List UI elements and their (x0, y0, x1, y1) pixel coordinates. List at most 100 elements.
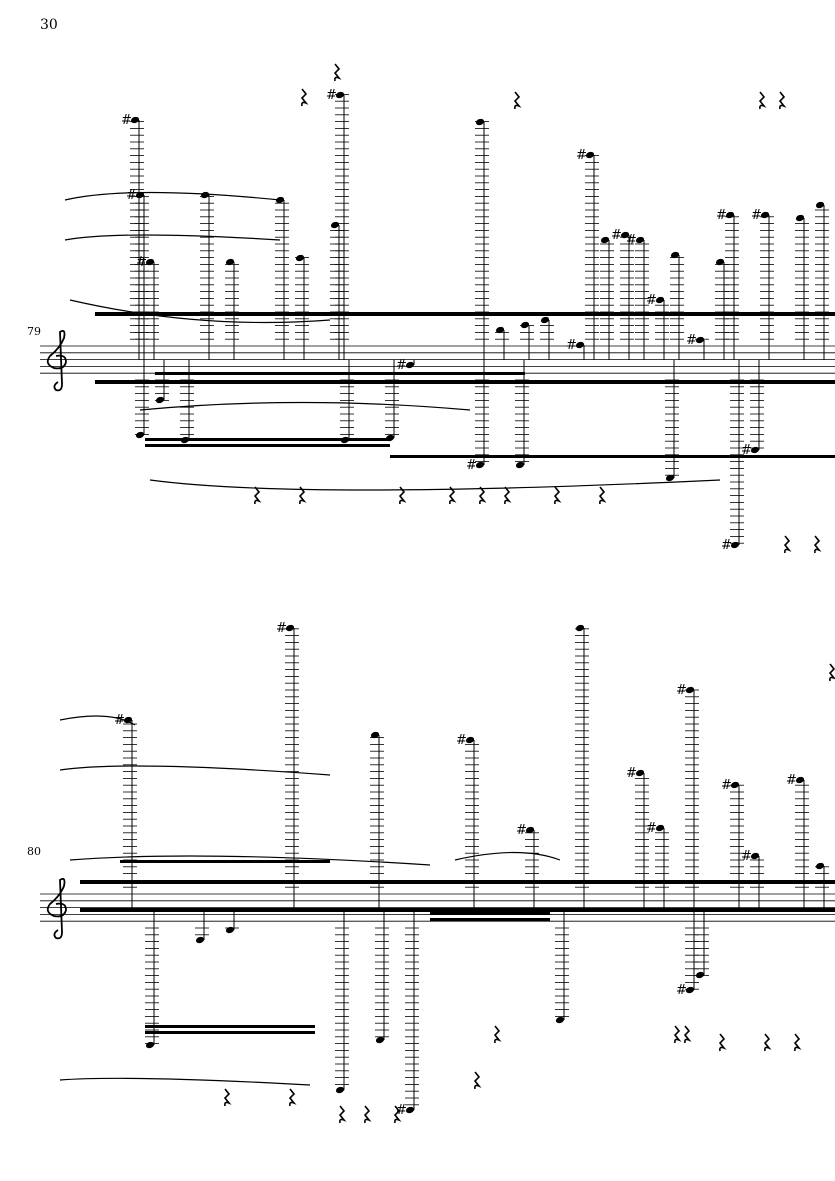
notehead (670, 251, 680, 259)
beam (145, 438, 390, 441)
notehead (145, 258, 155, 266)
notehead (655, 296, 665, 304)
notehead (655, 824, 665, 832)
notehead (815, 201, 825, 209)
sharp-icon: # (626, 233, 637, 248)
quarter-rest-icon (473, 1071, 482, 1090)
beam (80, 908, 835, 912)
notehead (600, 236, 610, 244)
notehead (225, 926, 235, 934)
notehead (520, 321, 530, 329)
notehead (715, 258, 725, 266)
notehead (685, 986, 695, 994)
slur (139, 401, 471, 411)
sharp-icon: # (396, 1103, 407, 1118)
sharp-icon: # (456, 733, 467, 748)
beam (430, 912, 550, 915)
sharp-icon: # (676, 683, 687, 698)
notehead (665, 474, 675, 482)
notehead (335, 91, 345, 99)
beam (120, 860, 330, 863)
sharp-icon: # (576, 148, 587, 163)
measure-number: 80 (27, 845, 41, 858)
sharp-icon: # (646, 293, 657, 308)
notehead (815, 862, 825, 870)
sharp-icon: # (741, 849, 752, 864)
notehead (475, 461, 485, 469)
quarter-rest-icon (793, 1033, 802, 1052)
beam (145, 444, 390, 447)
notehead (135, 431, 145, 439)
notehead (575, 624, 585, 632)
page-number: 30 (40, 17, 58, 33)
notehead (585, 151, 595, 159)
notehead (123, 716, 133, 724)
beam (390, 455, 835, 458)
notehead (385, 434, 395, 442)
notehead (540, 316, 550, 324)
sharp-icon: # (611, 228, 622, 243)
quarter-rest-icon (513, 91, 522, 110)
sharp-icon: # (741, 443, 752, 458)
sharp-icon: # (566, 338, 577, 353)
notehead (730, 541, 740, 549)
notehead (525, 826, 535, 834)
measure-number: 79 (27, 325, 41, 338)
quarter-rest-icon (223, 1088, 232, 1107)
beam (155, 372, 525, 375)
quarter-rest-icon (598, 486, 607, 505)
sharp-icon: # (646, 821, 657, 836)
notehead (375, 1036, 385, 1044)
notehead (635, 769, 645, 777)
quarter-rest-icon (673, 1025, 682, 1044)
slur (149, 479, 721, 491)
quarter-rest-icon (448, 486, 457, 505)
beam (95, 312, 835, 316)
notehead (135, 191, 145, 199)
notehead (405, 361, 415, 369)
notehead (555, 1016, 565, 1024)
notehead (750, 852, 760, 860)
notehead (335, 1086, 345, 1094)
slur (64, 191, 281, 201)
notehead (495, 326, 505, 334)
notehead (760, 211, 770, 219)
slur (59, 715, 136, 726)
quarter-rest-icon (338, 1105, 347, 1124)
notehead (340, 436, 350, 444)
quarter-rest-icon (778, 91, 787, 110)
notehead (575, 341, 585, 349)
slur (64, 234, 281, 241)
beam (155, 380, 525, 383)
notehead (180, 436, 190, 444)
notehead (725, 211, 735, 219)
sharp-icon: # (121, 113, 132, 128)
sharp-icon: # (721, 538, 732, 553)
notehead (730, 781, 740, 789)
quarter-rest-icon (783, 535, 792, 554)
slur (454, 851, 561, 861)
beam (430, 918, 550, 921)
notehead (795, 776, 805, 784)
sharp-icon: # (126, 188, 137, 203)
quarter-rest-icon (363, 1105, 372, 1124)
notehead (330, 221, 340, 229)
notehead (225, 258, 235, 266)
notehead (475, 118, 485, 126)
notehead (200, 191, 210, 199)
quarter-rest-icon (253, 486, 262, 505)
notehead (695, 971, 705, 979)
beam (145, 1025, 315, 1028)
notehead (405, 1106, 415, 1114)
quarter-rest-icon (398, 486, 407, 505)
treble-clef-icon (46, 877, 67, 940)
sharp-icon: # (721, 778, 732, 793)
notehead (620, 231, 630, 239)
quarter-rest-icon (393, 1105, 402, 1124)
sharp-icon: # (516, 823, 527, 838)
quarter-rest-icon (763, 1033, 772, 1052)
beam (80, 880, 835, 884)
notehead (465, 736, 475, 744)
notehead (695, 336, 705, 344)
slur (59, 1077, 311, 1086)
